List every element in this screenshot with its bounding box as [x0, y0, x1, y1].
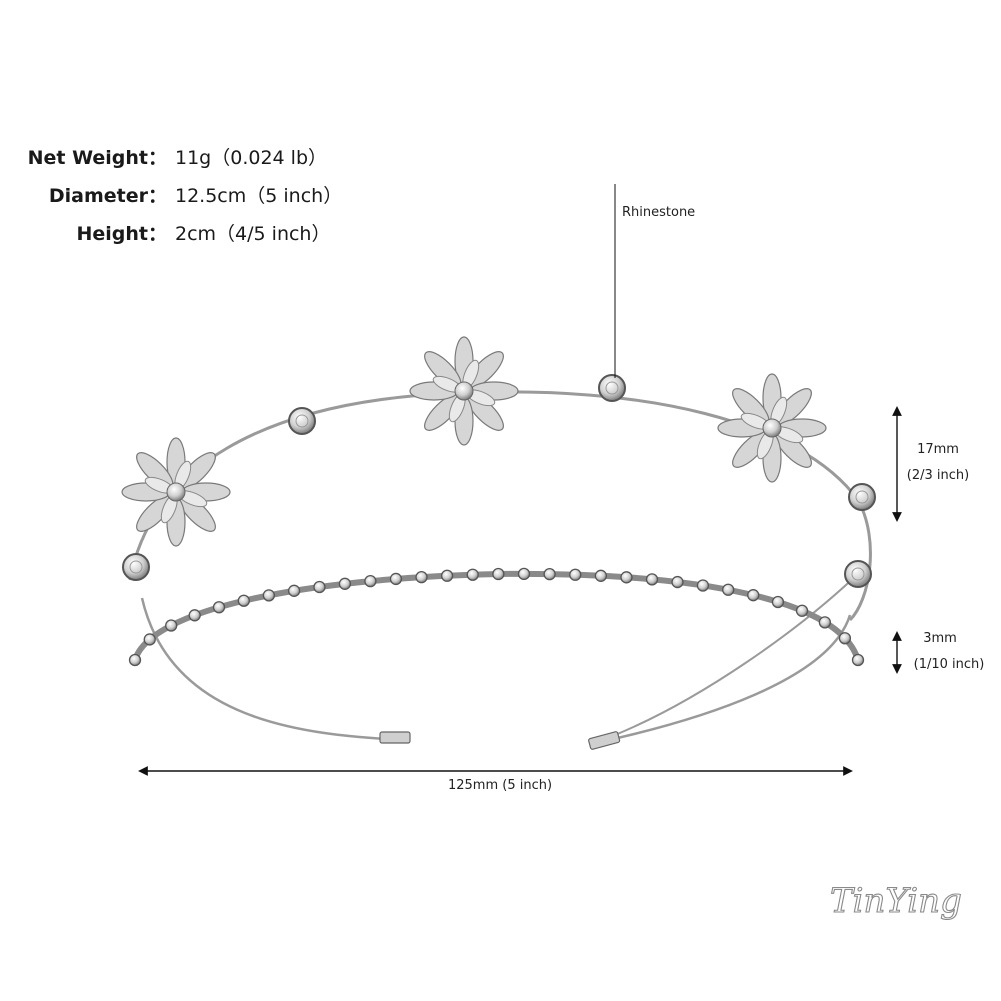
- spec-height: Height： 2cm（4/5 inch）: [0, 222, 1001, 248]
- chain-rhinestone: [338, 577, 352, 590]
- width-dimension-label: 125mm (5 inch): [447, 778, 553, 793]
- chain-rhinestone: [818, 616, 832, 629]
- spec-label: Diameter：: [48, 185, 167, 207]
- band-mm-label: 3mm: [923, 631, 957, 646]
- chain-rhinestone: [492, 567, 505, 581]
- chain-rhinestone: [165, 619, 178, 632]
- rhinestone-ornament: [122, 553, 150, 581]
- rhinestone-ornament: [288, 407, 316, 435]
- band-tip-left: [379, 731, 411, 744]
- chain-rhinestone: [313, 580, 326, 594]
- chain-rhinestone: [838, 632, 852, 645]
- chain-rhinestone: [415, 571, 428, 584]
- band-tip-right: [588, 731, 621, 750]
- spec-value: 11g（0.024 lb）: [175, 147, 328, 169]
- chain-rhinestone: [466, 568, 479, 581]
- chain-rhinestone: [594, 569, 608, 582]
- chain-rhinestone: [188, 609, 201, 622]
- chain-rhinestone: [620, 571, 633, 584]
- chain-rhinestone: [128, 653, 142, 667]
- chain-rhinestone: [771, 595, 785, 609]
- spec-label: Height：: [76, 223, 167, 245]
- rhinestone-callout-label: Rhinestone: [622, 205, 696, 220]
- svg-text:TinYing: TinYing: [830, 881, 962, 921]
- chain-rhinestone: [696, 579, 710, 592]
- spec-label: Net Weight：: [27, 147, 167, 169]
- chain-rhinestone: [645, 573, 659, 586]
- height-mm-label: 17mm: [917, 442, 959, 457]
- height-inch-label: (2/3 inch): [906, 468, 970, 483]
- chain-rhinestone: [212, 601, 226, 614]
- chain-rhinestone: [671, 575, 684, 589]
- chain-rhinestone: [747, 589, 760, 602]
- chain-rhinestone: [543, 567, 556, 581]
- spec-diameter: Diameter： 12.5cm（5 inch）: [0, 184, 1001, 210]
- spec-value: 12.5cm（5 inch）: [175, 185, 343, 207]
- chain-rhinestone: [569, 568, 582, 581]
- rhinestone-ornament: [844, 560, 872, 588]
- spec-net-weight: Net Weight： 11g（0.024 lb）: [0, 146, 1001, 172]
- right-flower-ornament: [717, 373, 827, 483]
- chain-rhinestone: [237, 594, 250, 607]
- chain-rhinestone: [851, 653, 865, 667]
- left-flower-ornament: [121, 437, 231, 547]
- rhinestone-ornament: [848, 483, 876, 511]
- chain-rhinestone: [440, 569, 454, 582]
- rhinestone-ornament: [598, 374, 626, 402]
- spec-value: 2cm（4/5 inch）: [175, 223, 331, 245]
- chain-rhinestone: [722, 583, 735, 596]
- brand-logo: TinYing: [829, 880, 962, 921]
- chain-rhinestone: [287, 584, 301, 597]
- chain-rhinestone: [517, 567, 531, 581]
- chain-rhinestone: [262, 589, 276, 602]
- center-flower-ornament: [409, 336, 519, 446]
- chain-rhinestone: [143, 633, 156, 646]
- chain-rhinestone: [389, 572, 403, 586]
- band-inch-label: (1/10 inch): [913, 657, 985, 672]
- chain-rhinestone: [795, 604, 809, 617]
- rhinestone-chain-band: [128, 567, 865, 667]
- chain-rhinestone: [364, 574, 377, 588]
